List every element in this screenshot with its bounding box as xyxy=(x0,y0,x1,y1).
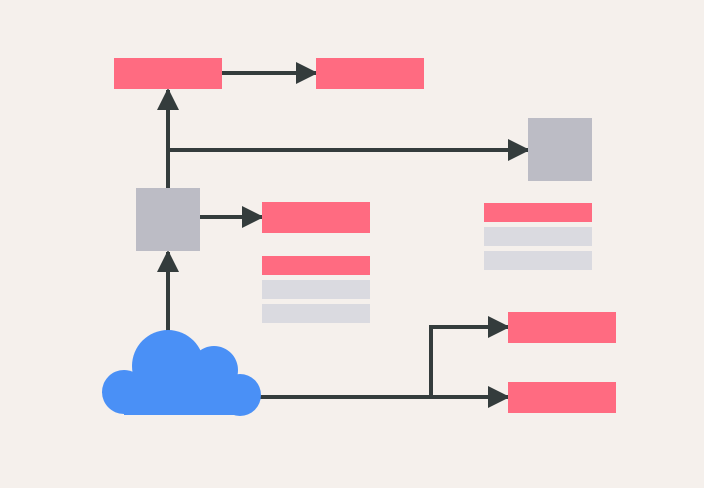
cloud-icon xyxy=(102,330,261,416)
top-left-block xyxy=(114,58,222,89)
list-row xyxy=(262,280,370,299)
left-list xyxy=(262,256,370,323)
edge-cloud-to-bottom-right-upper-block xyxy=(429,316,510,397)
middle-block xyxy=(262,202,370,233)
list-row xyxy=(484,227,592,246)
server-right xyxy=(528,118,592,181)
bottom-right-lower-block xyxy=(508,382,616,413)
list-header-row xyxy=(262,256,370,275)
connectors xyxy=(157,62,530,408)
list-header-row xyxy=(484,203,592,222)
top-right-block xyxy=(316,58,424,89)
list-row xyxy=(262,304,370,323)
right-list xyxy=(484,203,592,270)
bottom-right-upper-block xyxy=(508,312,616,343)
list-row xyxy=(484,251,592,270)
server-left xyxy=(136,188,200,251)
